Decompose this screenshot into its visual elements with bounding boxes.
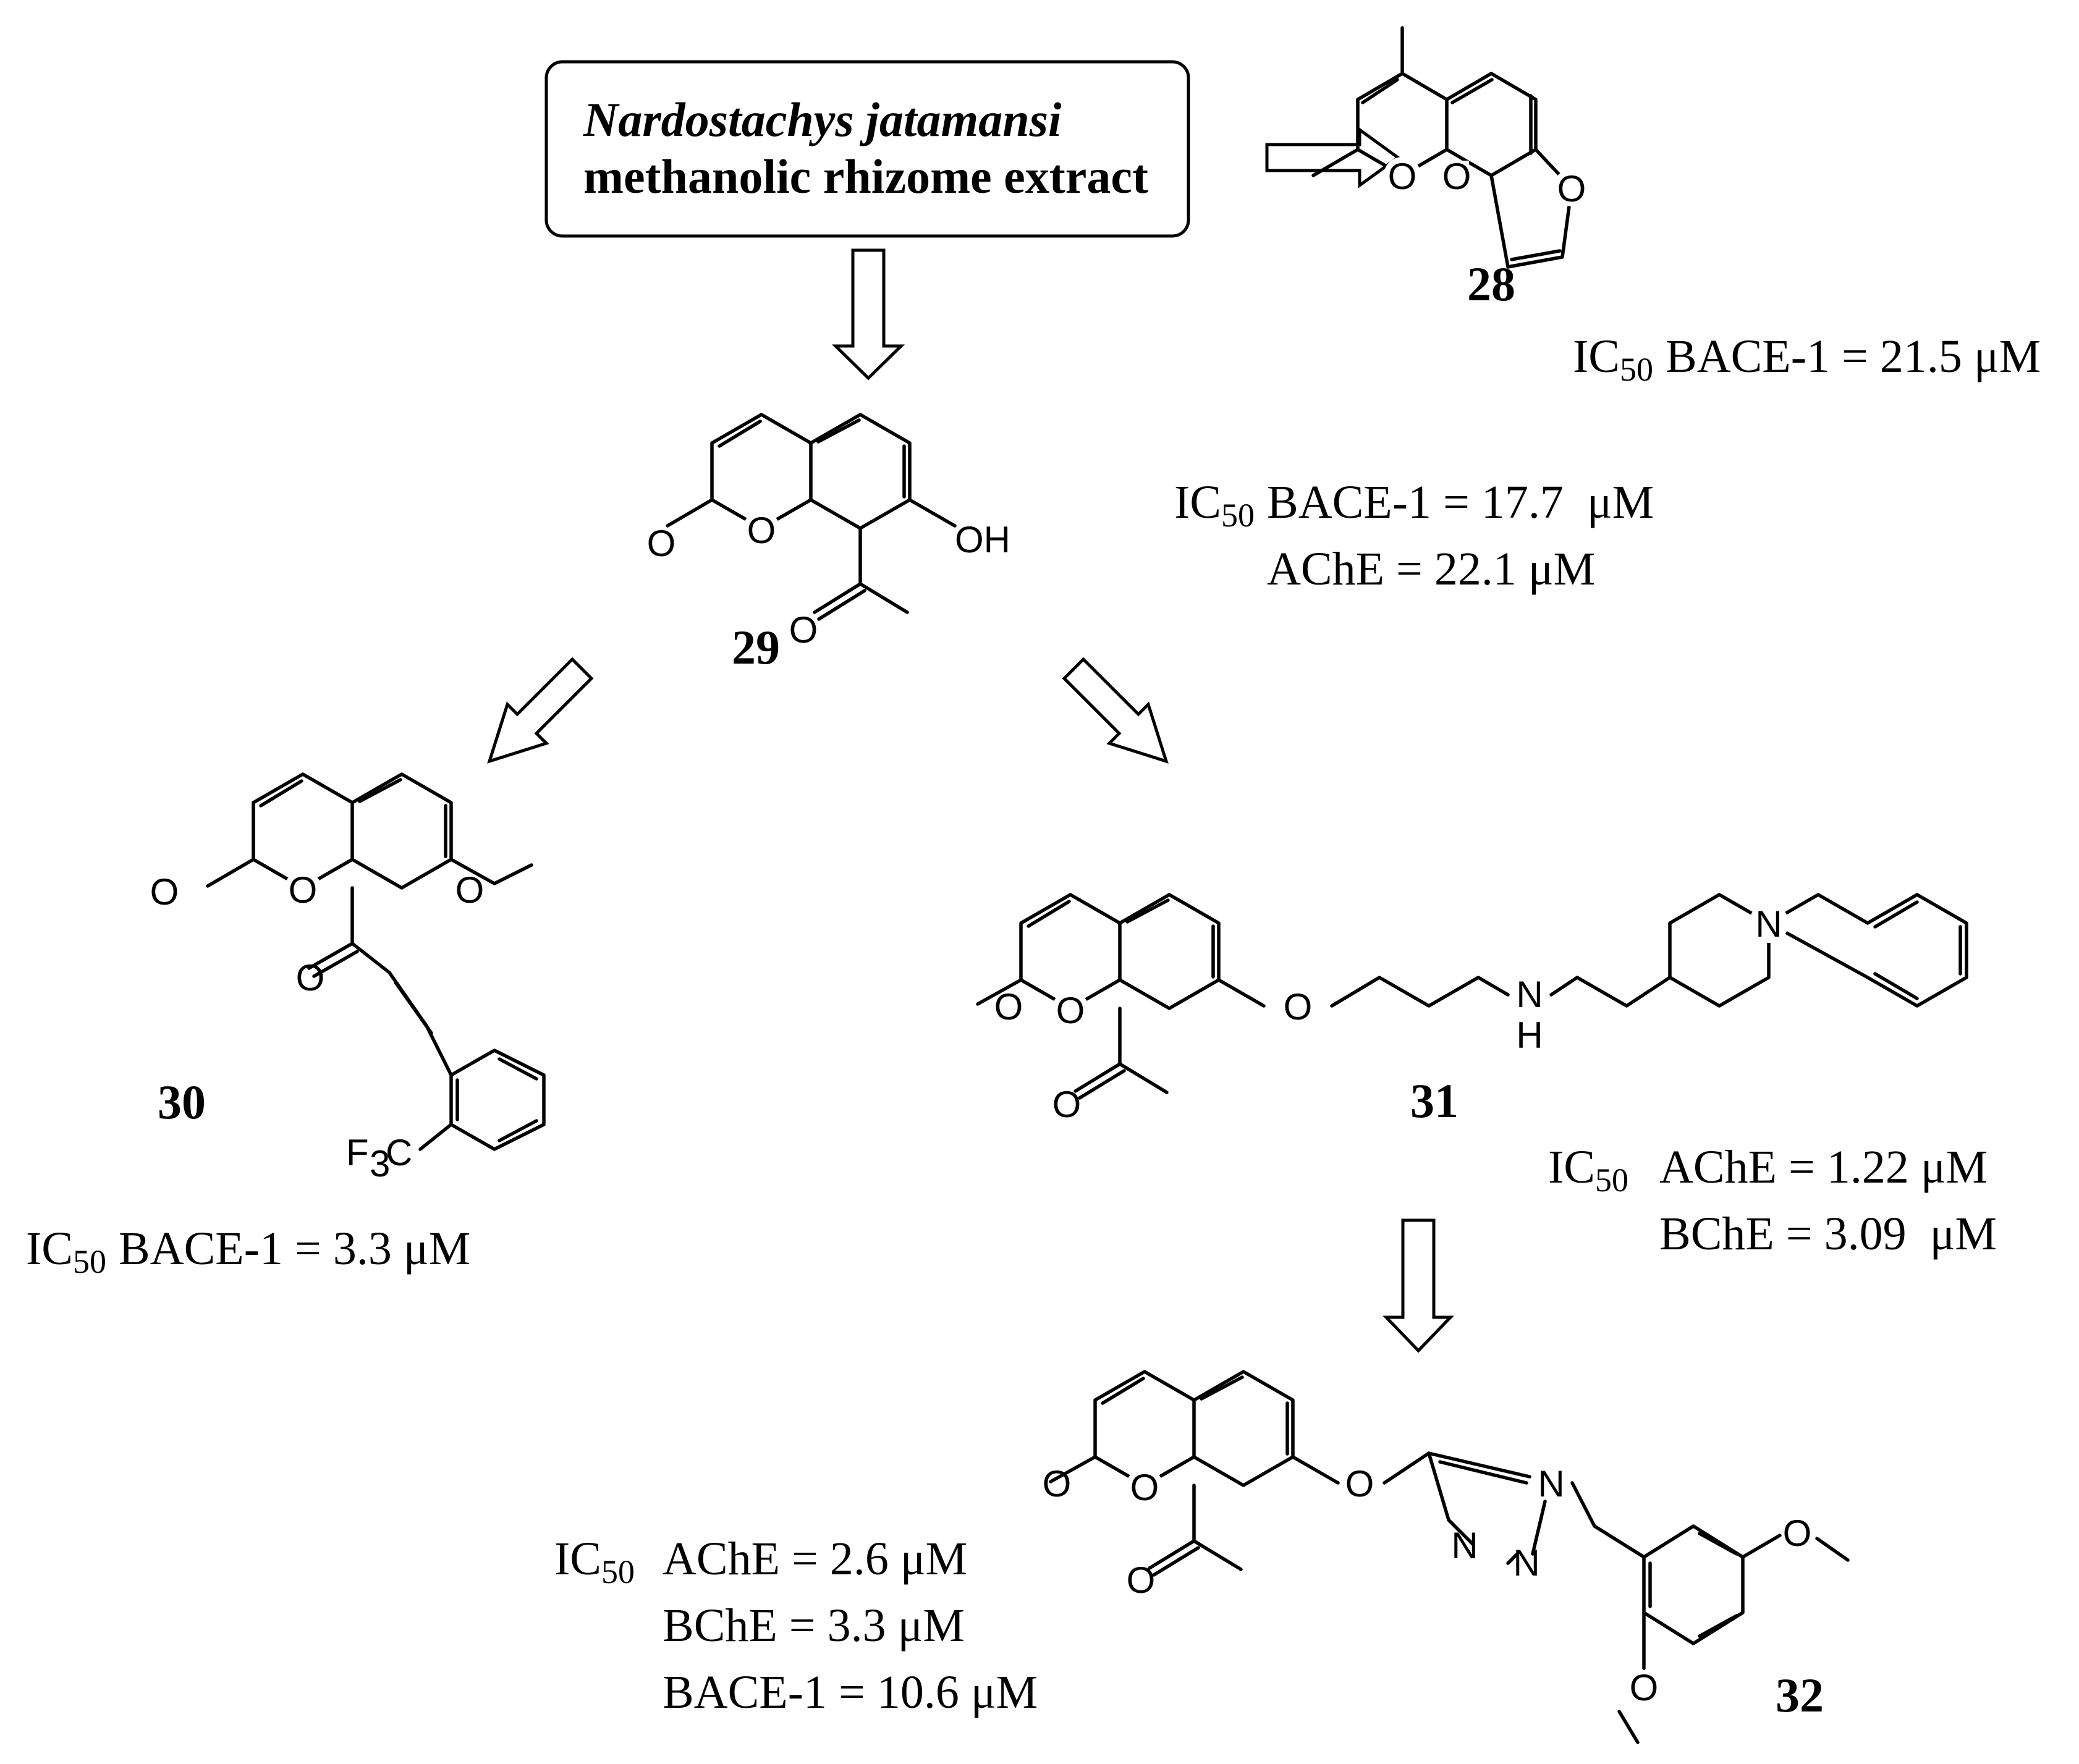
ic50-label: IC50 bbox=[26, 1223, 106, 1280]
arrow-right-to-28 bbox=[1265, 127, 1401, 188]
ic50-label: IC50 bbox=[1573, 331, 1653, 388]
arrow-down-right-to-31 bbox=[1062, 657, 1169, 764]
atom-f-subscript: 3 bbox=[370, 1143, 390, 1184]
ic50-base: IC bbox=[1548, 1141, 1595, 1193]
atom-o: O bbox=[1043, 1463, 1072, 1504]
ic50-base: IC bbox=[1174, 476, 1221, 528]
atom-n: N bbox=[1538, 1463, 1564, 1504]
activity-block-32: IC50 AChE = 2.6 μM BChE = 3.3 μM BACE-1 = 1… bbox=[554, 1533, 1038, 1718]
compound-number-30: 30 bbox=[158, 1075, 206, 1129]
compound-number-29: 29 bbox=[732, 620, 780, 674]
ic50-subscript: 50 bbox=[1595, 1162, 1628, 1199]
activity-value: BChE = 3.3 μM bbox=[663, 1600, 965, 1652]
compound-number-31: 31 bbox=[1410, 1074, 1459, 1128]
atom-o: O bbox=[1130, 1467, 1159, 1508]
activity-value: BACE-1 = 3.3 μM bbox=[119, 1223, 470, 1275]
atom-o: O bbox=[1388, 156, 1417, 197]
atom-o: O bbox=[747, 510, 776, 551]
structure-28: O O O O bbox=[1311, 26, 1590, 269]
atom-o: O bbox=[1052, 1084, 1082, 1125]
ic50-subscript: 50 bbox=[73, 1243, 106, 1280]
ic50-subscript: 50 bbox=[1620, 351, 1653, 388]
atom-c: C bbox=[386, 1132, 412, 1173]
atom-n: N bbox=[1755, 903, 1782, 945]
atom-o: O bbox=[1056, 990, 1085, 1031]
ic50-label: IC50 bbox=[1548, 1141, 1628, 1199]
atom-o: O bbox=[1127, 1559, 1156, 1601]
atom-h: H bbox=[1516, 1015, 1543, 1056]
atom-o: O bbox=[296, 957, 325, 998]
ic50-subscript: 50 bbox=[1221, 497, 1255, 534]
atom-o: O bbox=[1557, 168, 1586, 209]
ic50-base: IC bbox=[554, 1533, 601, 1585]
arrow-down-left-to-30 bbox=[487, 657, 594, 764]
activity-value: BACE-1 = 10.6 μM bbox=[663, 1666, 1038, 1718]
cf3-group: F 3 C bbox=[346, 1132, 412, 1184]
atom-f: F bbox=[346, 1132, 369, 1173]
atom-o: O bbox=[1783, 1513, 1812, 1554]
atom-oh: OH bbox=[955, 519, 1010, 560]
atom-n: N bbox=[1513, 1542, 1539, 1584]
ic50-subscript: 50 bbox=[601, 1553, 635, 1590]
arrow-down-to-32 bbox=[1382, 1218, 1454, 1353]
atom-n: N bbox=[1516, 974, 1543, 1015]
atom-o: O bbox=[455, 869, 485, 911]
activity-value: AChE = 22.1 μM bbox=[1267, 543, 1595, 595]
atom-o: O bbox=[1442, 156, 1471, 197]
ic50-base: IC bbox=[1573, 331, 1620, 382]
ic50-label: IC50 bbox=[554, 1533, 635, 1590]
activity-value: BChE = 3.09 μM bbox=[1659, 1208, 1997, 1260]
structure-31: O O O O N H N bbox=[976, 893, 1968, 1125]
compound-number-28: 28 bbox=[1467, 257, 1515, 311]
species-name: Nardostachys jatamansi bbox=[583, 93, 1062, 146]
atom-o: O bbox=[789, 609, 818, 651]
atom-o: O bbox=[150, 871, 179, 913]
ic50-base: IC bbox=[26, 1223, 73, 1275]
atom-n: N bbox=[1451, 1525, 1478, 1566]
activity-block-31: IC50 AChE = 1.22 μM BChE = 3.09 μM bbox=[1548, 1141, 1997, 1260]
ic50-label: IC50 bbox=[1174, 476, 1255, 534]
activity-value: AChE = 2.6 μM bbox=[663, 1533, 967, 1585]
compound-number-32: 32 bbox=[1776, 1668, 1824, 1722]
activity-value: BACE-1 = 17.7 μM bbox=[1267, 476, 1654, 528]
structure-30: O O O O F 3 C bbox=[150, 772, 546, 1184]
activity-block-28: IC50 BACE-1 = 21.5 μM bbox=[1573, 331, 2041, 388]
source-box: Nardostachys jatamansi methanolic rhizom… bbox=[544, 60, 1190, 238]
arrows bbox=[487, 127, 1454, 1353]
structure-32: O O O O N N N O O bbox=[1043, 1370, 1850, 1744]
structure-29: O O OH O bbox=[647, 413, 1010, 651]
activity-value: AChE = 1.22 μM bbox=[1659, 1141, 1988, 1193]
extract-description: methanolic rhizome extract bbox=[583, 150, 1148, 203]
atom-o: O bbox=[289, 869, 318, 911]
activity-value: BACE-1 = 21.5 μM bbox=[1666, 331, 2041, 382]
atom-o: O bbox=[647, 523, 676, 564]
atom-o: O bbox=[1284, 986, 1313, 1028]
arrow-down-to-29 bbox=[831, 248, 905, 381]
atom-o: O bbox=[994, 986, 1023, 1028]
atom-o: O bbox=[1345, 1463, 1374, 1504]
atom-o: O bbox=[1630, 1667, 1659, 1708]
